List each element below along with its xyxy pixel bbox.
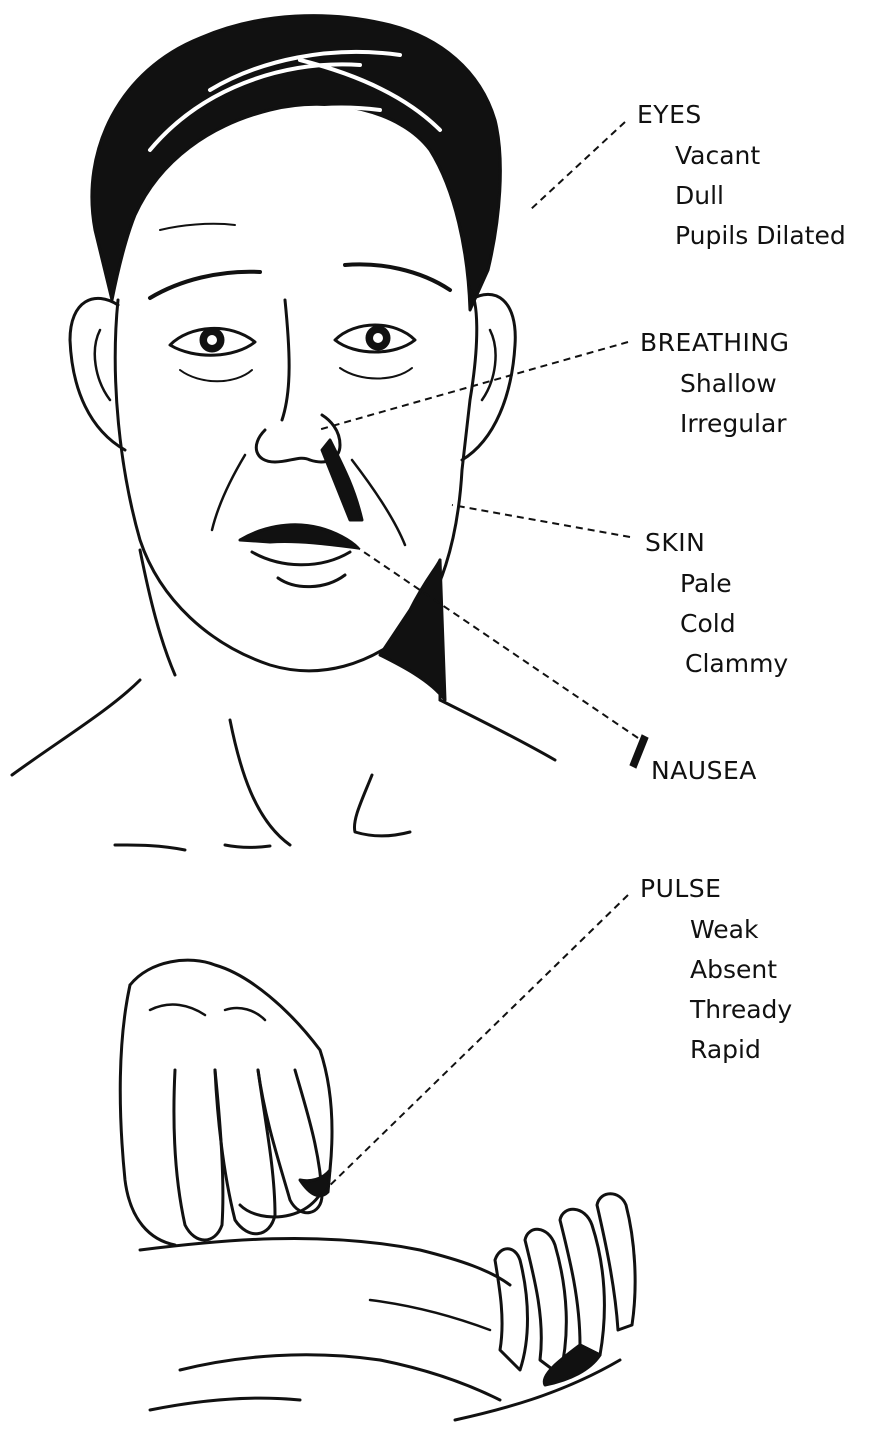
left-shoulder bbox=[12, 680, 140, 775]
wrist-top bbox=[140, 1238, 510, 1285]
right-shoulder bbox=[440, 700, 555, 760]
top-hand-knuckles bbox=[150, 1005, 265, 1020]
pulse-label-group: PULSE Weak Absent Thready Rapid bbox=[640, 876, 792, 1062]
nausea-heading: NAUSEA bbox=[651, 758, 757, 783]
breathing-label-group: BREATHING Shallow Irregular bbox=[640, 330, 790, 436]
breathing-item: Irregular bbox=[680, 411, 790, 436]
face-drawing bbox=[12, 16, 555, 850]
eyes-item: Dull bbox=[675, 183, 846, 208]
chest-line bbox=[115, 845, 185, 850]
neck-shadow bbox=[380, 560, 445, 700]
collarbone-left bbox=[230, 720, 290, 845]
left-ear-inner bbox=[95, 330, 110, 400]
collarbone-right bbox=[354, 775, 410, 836]
eyes-leader-line bbox=[530, 122, 625, 210]
skin-item: Cold bbox=[680, 611, 788, 636]
eyes-label-group: EYES Vacant Dull Pupils Dilated bbox=[637, 102, 846, 248]
palm-line bbox=[370, 1300, 490, 1330]
palm-finger-2 bbox=[525, 1229, 566, 1375]
eyes-item: Pupils Dilated bbox=[675, 223, 846, 248]
right-pupil-highlight bbox=[373, 333, 383, 343]
lower-lip bbox=[252, 552, 350, 565]
wrist-bottom-2 bbox=[150, 1398, 300, 1410]
skin-leader-line bbox=[452, 505, 630, 537]
left-pupil-highlight bbox=[207, 335, 217, 345]
right-ear-inner bbox=[482, 330, 496, 400]
right-cheek-line bbox=[352, 460, 405, 545]
nausea-label-group: NAUSEA bbox=[651, 758, 757, 783]
forehead-line bbox=[160, 224, 235, 230]
skin-heading: SKIN bbox=[645, 530, 788, 555]
right-eyebrow bbox=[345, 264, 450, 290]
right-eye-bag bbox=[340, 368, 412, 379]
breathing-item: Shallow bbox=[680, 371, 790, 396]
skin-label-group: SKIN Pale Cold Clammy bbox=[645, 530, 788, 676]
pulse-leader-line bbox=[320, 895, 628, 1195]
pulse-item: Thready bbox=[690, 997, 792, 1022]
pulse-item: Rapid bbox=[690, 1037, 792, 1062]
breathing-leader-line bbox=[318, 342, 628, 430]
left-eyebrow bbox=[150, 272, 260, 298]
pulse-heading: PULSE bbox=[640, 876, 792, 901]
palm-shadow bbox=[544, 1345, 600, 1385]
eyes-heading: EYES bbox=[637, 102, 846, 127]
top-hand-left bbox=[120, 985, 175, 1245]
nose-bridge bbox=[282, 300, 289, 420]
palm-finger-1 bbox=[495, 1249, 528, 1370]
pulse-item: Absent bbox=[690, 957, 792, 982]
skin-item: Clammy bbox=[685, 651, 788, 676]
chin bbox=[278, 575, 345, 587]
chest-line-right bbox=[225, 845, 270, 847]
nausea-pointer-mark bbox=[630, 735, 648, 768]
breathing-heading: BREATHING bbox=[640, 330, 790, 355]
palm-finger-4 bbox=[597, 1194, 635, 1330]
wrist-bottom bbox=[180, 1355, 500, 1400]
pulse-item: Weak bbox=[690, 917, 792, 942]
skin-item: Pale bbox=[680, 571, 788, 596]
left-cheek-line bbox=[212, 455, 245, 530]
hands-drawing bbox=[120, 960, 635, 1420]
left-eye-bag bbox=[180, 370, 252, 381]
neck-left bbox=[140, 550, 175, 675]
eyes-item: Vacant bbox=[675, 143, 846, 168]
nose-shadow bbox=[322, 440, 362, 520]
upper-lip bbox=[240, 525, 358, 548]
finger-shadow bbox=[300, 1170, 330, 1196]
